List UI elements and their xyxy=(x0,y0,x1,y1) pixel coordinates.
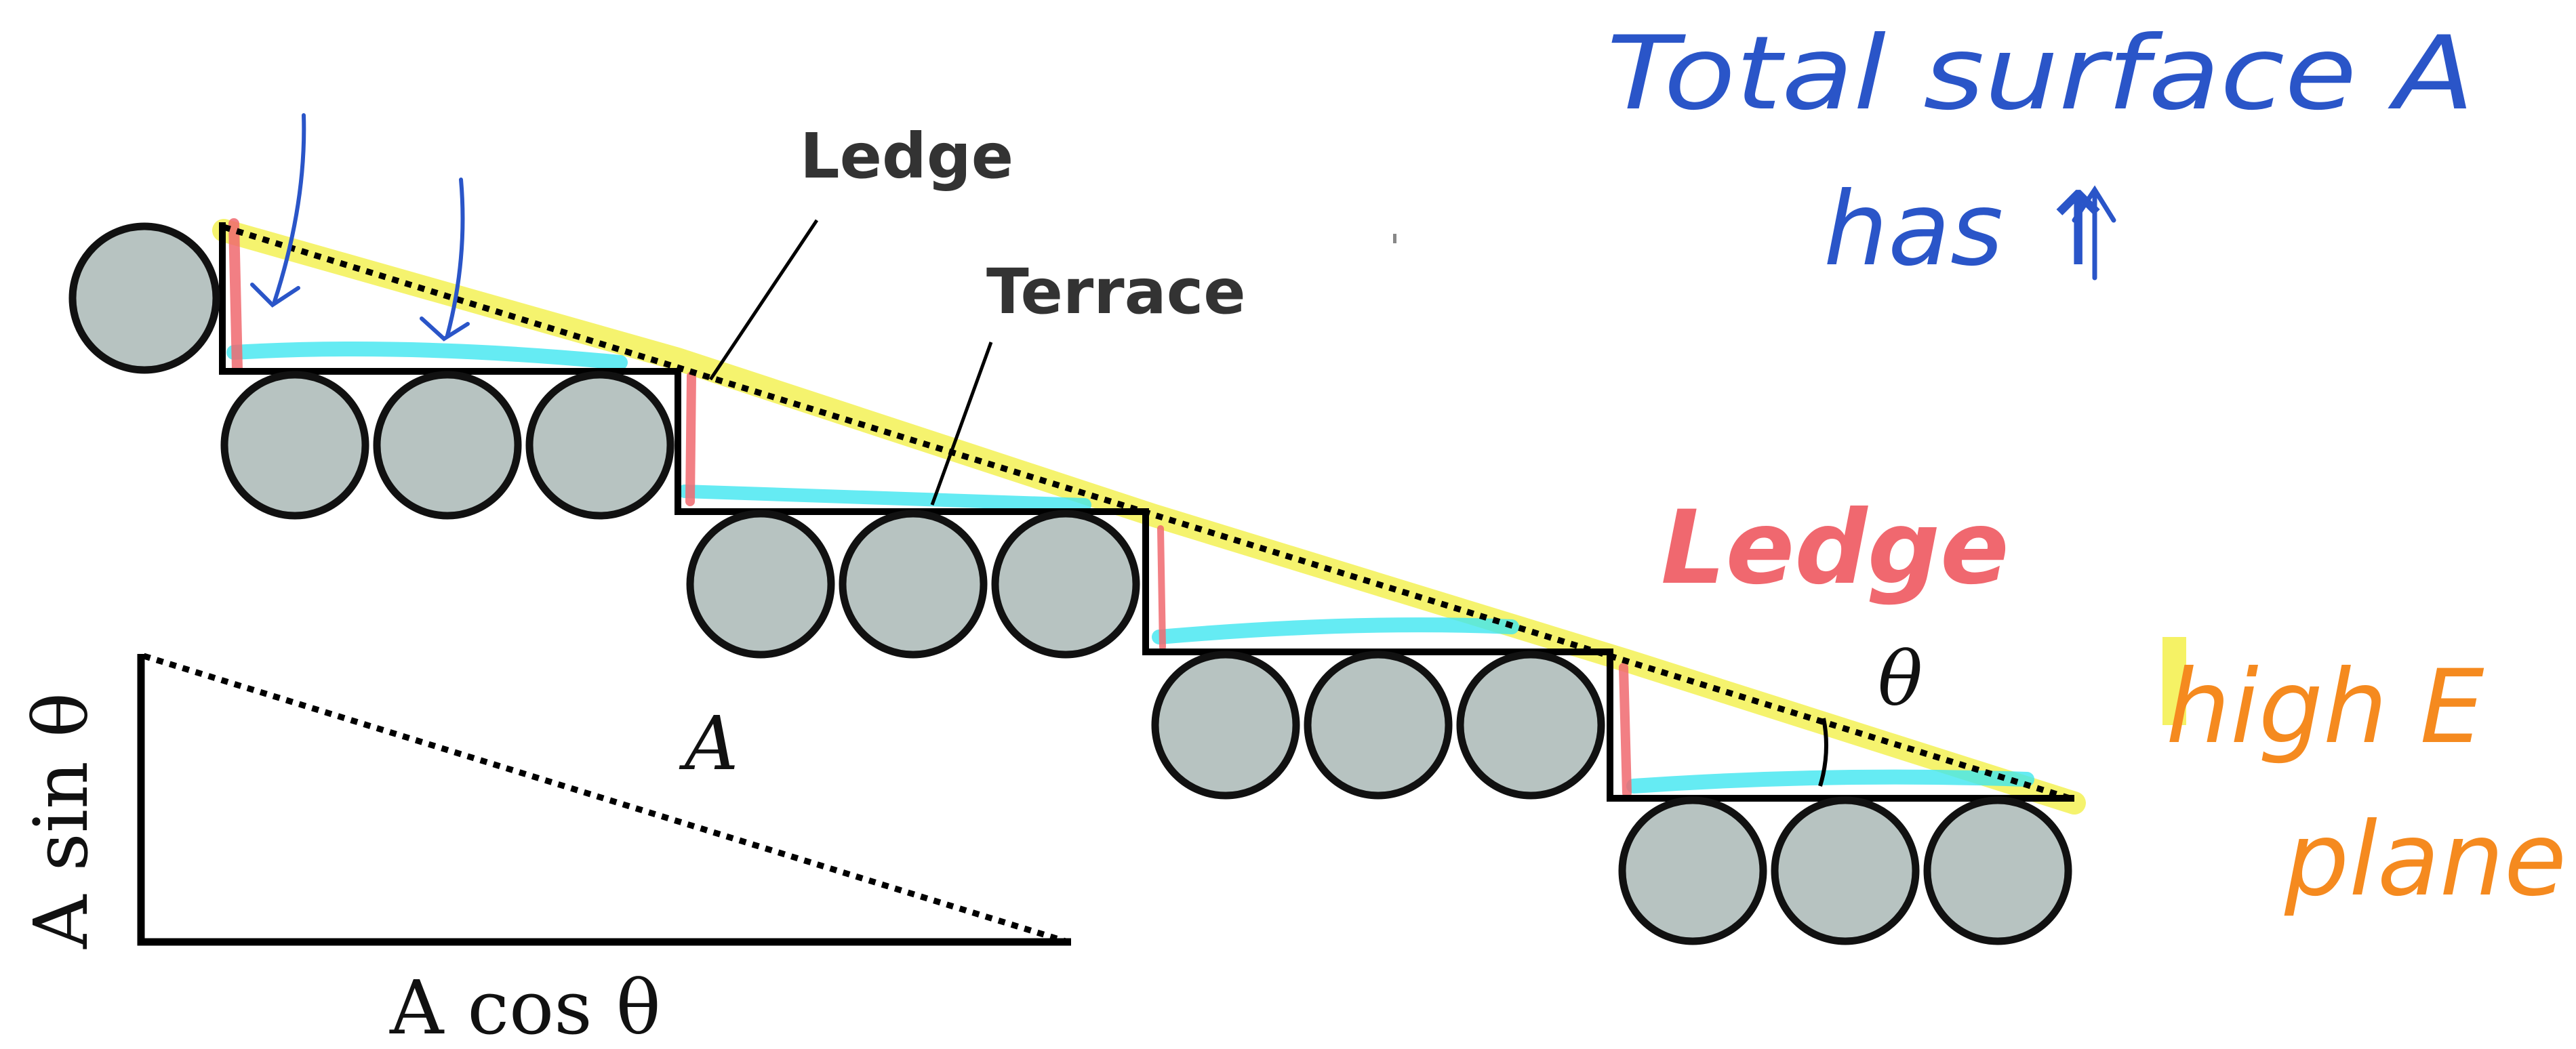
yellow-mark xyxy=(2162,637,2186,725)
up-arrow-icon xyxy=(2072,185,2116,281)
atom xyxy=(686,510,835,659)
yellow-highlight-band xyxy=(212,219,2086,815)
macroscopic-surface-line xyxy=(222,224,2076,803)
atom xyxy=(1618,796,1767,945)
atom xyxy=(839,510,988,659)
terrace-pointer xyxy=(930,342,993,506)
atom xyxy=(1456,651,1605,800)
atom xyxy=(1923,796,2072,945)
atom xyxy=(1304,651,1453,800)
ledge-pointer xyxy=(708,219,819,381)
cyan-terrace-highlights xyxy=(226,342,2034,794)
total-surface-note: Total surface A xyxy=(1607,15,2474,133)
theta-label: θ xyxy=(1878,636,1923,722)
high-e-note: high E xyxy=(2166,649,2484,766)
plane-note: plane xyxy=(2284,801,2567,919)
theta-arc xyxy=(1818,718,1828,787)
terrace-label: Terrace xyxy=(986,255,1246,328)
down-arrow-icon xyxy=(250,113,306,308)
down-arrow-icon xyxy=(420,178,470,342)
a-sin-theta-label: A sin θ xyxy=(18,693,104,949)
has-increased-note: has ↑ xyxy=(1824,171,2121,289)
stray-mark xyxy=(1393,234,1396,243)
atom xyxy=(1771,796,1920,945)
atom xyxy=(220,371,369,520)
a-cos-theta-label: A cos θ xyxy=(389,964,661,1049)
atom xyxy=(525,371,675,520)
atom xyxy=(68,222,220,374)
atom xyxy=(1151,651,1300,800)
pink-ledge-highlights xyxy=(228,218,1632,798)
ledge-handwritten-note: Ledge xyxy=(1661,489,2009,607)
area-label: A xyxy=(679,700,738,787)
atom xyxy=(991,510,1140,659)
atoms xyxy=(68,222,2072,945)
projection-triangle xyxy=(137,653,1071,946)
atom xyxy=(373,371,522,520)
ledge-label: Ledge xyxy=(800,120,1013,192)
